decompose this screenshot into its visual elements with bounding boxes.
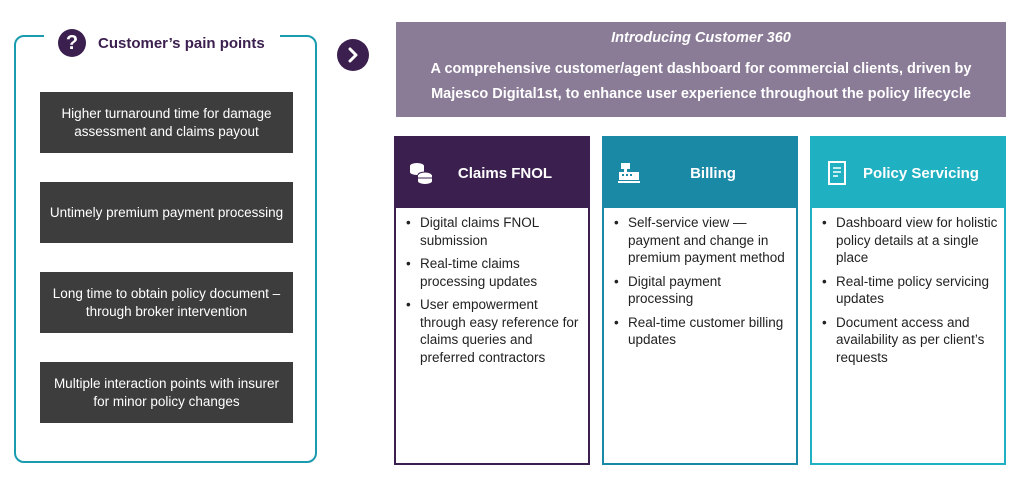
list-item: Document access and availability as per … — [820, 314, 998, 367]
pain-point-item: Long time to obtain policy document – th… — [40, 272, 293, 333]
card-billing: Billing Self-service view — payment and … — [602, 136, 798, 465]
card-title: Billing — [690, 164, 736, 182]
card-header: Policy Servicing — [812, 138, 1004, 208]
card-header: Claims FNOL — [396, 138, 588, 208]
chevron-right-icon — [337, 39, 369, 71]
banner-title: Introducing Customer 360 — [611, 30, 791, 46]
list-item: Self-service view — payment and change i… — [612, 214, 790, 267]
card-claims-fnol: Claims FNOL Digital claims FNOL submissi… — [394, 136, 590, 465]
cash-register-icon — [616, 160, 642, 186]
list-item: Real-time policy servicing updates — [820, 273, 998, 308]
list-item: Digital payment processing — [612, 273, 790, 308]
pain-point-item: Higher turnaround time for damage assess… — [40, 92, 293, 153]
question-mark-icon: ? — [58, 29, 86, 57]
document-icon — [824, 160, 850, 186]
coins-icon — [408, 160, 434, 186]
pain-points-header: ? Customer’s pain points — [44, 22, 280, 64]
card-list: Self-service view — payment and change i… — [604, 208, 796, 349]
card-title: Claims FNOL — [457, 164, 553, 182]
intro-banner: Introducing Customer 360 A comprehensive… — [396, 22, 1006, 117]
card-list: Dashboard view for holistic policy detai… — [812, 208, 1004, 366]
pain-point-item: Multiple interaction points with insurer… — [40, 362, 293, 423]
pain-points-title: Customer’s pain points — [98, 34, 265, 52]
banner-description: A comprehensive customer/agent dashboard… — [430, 61, 972, 102]
pain-point-item: Untimely premium payment processing — [40, 182, 293, 243]
list-item: Dashboard view for holistic policy detai… — [820, 214, 998, 267]
card-list: Digital claims FNOL submission Real-time… — [396, 208, 588, 366]
card-title: Policy Servicing — [863, 164, 979, 182]
list-item: Real-time claims processing updates — [404, 255, 582, 290]
card-header: Billing — [604, 138, 796, 208]
list-item: Real-time customer billing updates — [612, 314, 790, 349]
list-item: User empowerment through easy reference … — [404, 296, 582, 366]
list-item: Digital claims FNOL submission — [404, 214, 582, 249]
card-policy-servicing: Policy Servicing Dashboard view for holi… — [810, 136, 1006, 465]
